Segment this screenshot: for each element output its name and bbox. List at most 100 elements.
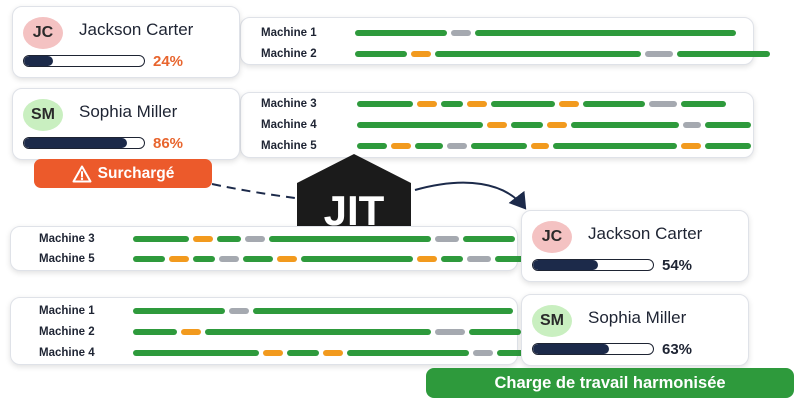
task-segment-idle	[435, 236, 459, 242]
task-segment-active	[495, 256, 525, 262]
machine-panel-after-2: Machine 1 Machine 2 Machine 4	[10, 297, 531, 365]
workload-fill	[533, 344, 609, 354]
machine-row: Machine 1	[261, 25, 741, 41]
machine-label: Machine 1	[261, 27, 317, 39]
task-segment-warning	[559, 101, 579, 107]
task-segment-warning	[417, 256, 437, 262]
task-segment-active	[463, 236, 515, 242]
task-segment-active	[677, 51, 770, 57]
user-card-jackson-after: JC Jackson Carter 54%	[521, 210, 749, 282]
avatar: JC	[532, 221, 572, 253]
machine-row: Machine 5	[261, 138, 751, 154]
schedule-track	[357, 143, 751, 149]
task-segment-active	[357, 143, 387, 149]
overload-badge: Surchargé	[34, 159, 212, 188]
machine-row: Machine 4	[39, 345, 531, 361]
balanced-workload-badge: Charge de travail harmonisée	[426, 368, 794, 398]
schedule-track	[133, 236, 515, 242]
user-name: Jackson Carter	[588, 224, 703, 243]
schedule-track	[355, 51, 770, 57]
user-card-jackson-before: JC Jackson Carter 24%	[12, 6, 240, 78]
machine-label: Machine 1	[39, 305, 95, 317]
machine-label: Machine 2	[39, 326, 95, 338]
task-segment-idle	[229, 308, 249, 314]
task-segment-active	[471, 143, 527, 149]
machine-row: Machine 2	[261, 46, 770, 62]
task-segment-warning	[531, 143, 549, 149]
overload-label: Surchargé	[97, 164, 175, 182]
workload-fill	[24, 56, 53, 66]
balanced-workload-label: Charge de travail harmonisée	[494, 373, 726, 392]
task-segment-active	[705, 143, 751, 149]
workload-percent: 54%	[662, 257, 693, 274]
task-segment-idle	[473, 350, 493, 356]
schedule-track	[133, 256, 525, 262]
task-segment-active	[415, 143, 443, 149]
task-segment-active	[205, 329, 431, 335]
avatar: JC	[23, 17, 63, 49]
task-segment-active	[133, 308, 225, 314]
task-segment-active	[681, 101, 726, 107]
task-segment-warning	[169, 256, 189, 262]
task-segment-active	[243, 256, 273, 262]
task-segment-warning	[487, 122, 507, 128]
task-segment-idle	[645, 51, 673, 57]
task-segment-warning	[547, 122, 567, 128]
workload-percent: 86%	[153, 135, 184, 152]
workload-percent: 24%	[153, 53, 184, 70]
task-segment-active	[553, 143, 677, 149]
task-segment-active	[357, 122, 483, 128]
task-segment-warning	[277, 256, 297, 262]
task-segment-active	[469, 329, 521, 335]
machine-label: Machine 4	[39, 347, 95, 359]
task-segment-active	[355, 51, 407, 57]
dashed-connector	[211, 183, 296, 199]
schedule-track	[357, 122, 751, 128]
task-segment-warning	[391, 143, 411, 149]
task-segment-active	[441, 101, 463, 107]
machine-label: Machine 3	[39, 233, 95, 245]
task-segment-active	[133, 236, 189, 242]
schedule-track	[133, 308, 513, 314]
task-segment-active	[133, 350, 259, 356]
schedule-track	[357, 101, 737, 107]
workload-bar	[23, 55, 145, 67]
machine-row: Machine 3	[261, 96, 741, 112]
task-segment-idle	[435, 329, 465, 335]
machine-label: Machine 5	[261, 140, 317, 152]
user-name: Sophia Miller	[588, 308, 687, 327]
avatar: SM	[23, 99, 63, 131]
task-segment-active	[269, 236, 431, 242]
task-segment-idle	[447, 143, 467, 149]
arrow-connector	[414, 181, 527, 210]
machine-label: Machine 4	[261, 119, 317, 131]
user-name: Sophia Miller	[79, 102, 178, 121]
task-segment-warning	[411, 51, 431, 57]
task-segment-active	[435, 51, 641, 57]
machine-row: Machine 4	[261, 117, 751, 133]
task-segment-active	[217, 236, 241, 242]
workload-bar	[532, 259, 654, 271]
task-segment-active	[497, 350, 531, 356]
task-segment-active	[355, 30, 447, 36]
task-segment-active	[357, 101, 413, 107]
warning-triangle-icon	[72, 165, 92, 182]
avatar: SM	[532, 305, 572, 337]
machine-row: Machine 2	[39, 324, 521, 340]
user-card-sophia-after: SM Sophia Miller 63%	[521, 294, 749, 366]
task-segment-active	[583, 101, 645, 107]
machine-label: Machine 2	[261, 48, 317, 60]
task-segment-idle	[649, 101, 677, 107]
task-segment-warning	[417, 101, 437, 107]
machine-panel-before-2: Machine 3 Machine 4 Machine 5	[240, 92, 754, 158]
workload-fill	[533, 260, 598, 270]
task-segment-idle	[245, 236, 265, 242]
task-segment-active	[491, 101, 555, 107]
task-segment-active	[287, 350, 319, 356]
schedule-track	[133, 350, 531, 356]
task-segment-warning	[181, 329, 201, 335]
task-segment-active	[475, 30, 736, 36]
workload-fill	[24, 138, 128, 148]
task-segment-active	[133, 329, 177, 335]
